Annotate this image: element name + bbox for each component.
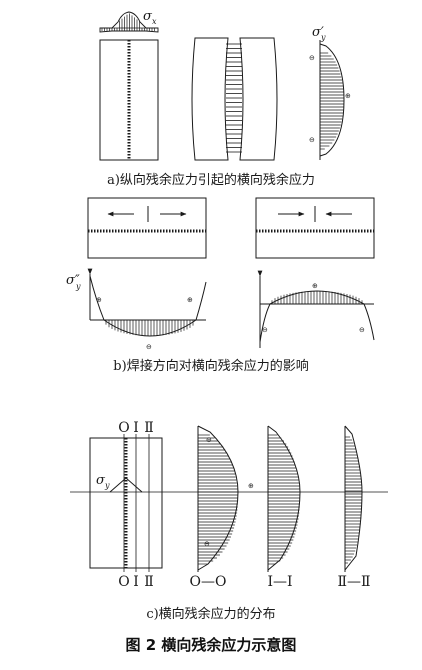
sign-c-mid: ⊕ [248,482,254,490]
sign-c-top: ⊖ [206,436,212,444]
caption-a: a)纵向残余应力引起的横向残余应力 [107,172,315,188]
section-label-bottom-1: Ⅰ [133,574,139,590]
sigma-y-symbol: σ [96,473,106,488]
section-label-top-2: Ⅱ [144,420,154,436]
sign-c-bottom: ⊖ [204,540,210,548]
panel-b: σ″ y ⊕ ⊕ ⊖ ⊕ ⊖ ⊖ b)焊接方向对横向残余应力的影响 [66,197,375,374]
sign-a-bottom: ⊖ [309,136,315,144]
plate-a-mid-right [239,37,278,161]
panel-a: σ x σ′ y ⊖ ⊕ ⊖ a)纵向残余应力引起的横向残余应力 [99,9,351,188]
caption-c: c)横向残余应力的分布 [146,606,275,622]
sigma-y-peak [109,477,143,493]
plate-a-mid-left [191,37,229,161]
sigma-x-distribution [99,11,159,33]
profile-label-oo: O—O [190,574,227,590]
caption-b: b)焊接方向对横向残余应力的影响 [113,358,308,374]
profile-i-i [267,425,301,572]
sign-b-left-3: ⊖ [146,343,152,351]
sign-a-mid: ⊕ [345,92,351,100]
sigma-y-dprime-profile-right [257,270,375,348]
sign-b-right-2: ⊖ [262,326,268,334]
sigma-x-subscript: x [152,17,157,26]
profile-label-ii: Ⅰ—Ⅰ [267,574,292,590]
sign-b-right-3: ⊖ [359,326,365,334]
section-label-top-1: Ⅰ [133,420,139,436]
plate-b-right [255,197,375,259]
sigma-y-dprime-subscript: y [75,282,81,291]
sigma-y-prime-symbol: σ′ [312,25,324,40]
sign-b-right-1: ⊕ [312,282,318,290]
plate-b-left [87,197,207,259]
profile-ii-ii [344,425,363,572]
figure-title: 图 2 横向残余应力示意图 [126,636,297,654]
sigma-x-symbol: σ [143,9,153,24]
sigma-y-subscript: y [104,481,110,490]
section-label-bottom-2: Ⅱ [144,574,154,590]
sigma-y-prime-profile [319,40,345,160]
sign-a-top: ⊖ [309,54,315,62]
profile-o-o [197,425,239,572]
section-label-bottom-0: O [118,574,129,590]
profile-label-iiii: Ⅱ—Ⅱ [337,574,370,590]
sigma-y-dprime-symbol: σ″ [66,273,80,288]
section-label-top-0: O [118,420,129,436]
panel-c: O Ⅰ Ⅱ σ y O Ⅰ Ⅱ ⊖ ⊕ ⊖ [70,420,388,622]
sigma-y-prime-subscript: y [320,33,326,42]
sigma-y-dprime-profile-left [87,268,207,337]
sign-b-left-2: ⊕ [187,296,193,304]
sign-b-left-1: ⊕ [96,296,102,304]
